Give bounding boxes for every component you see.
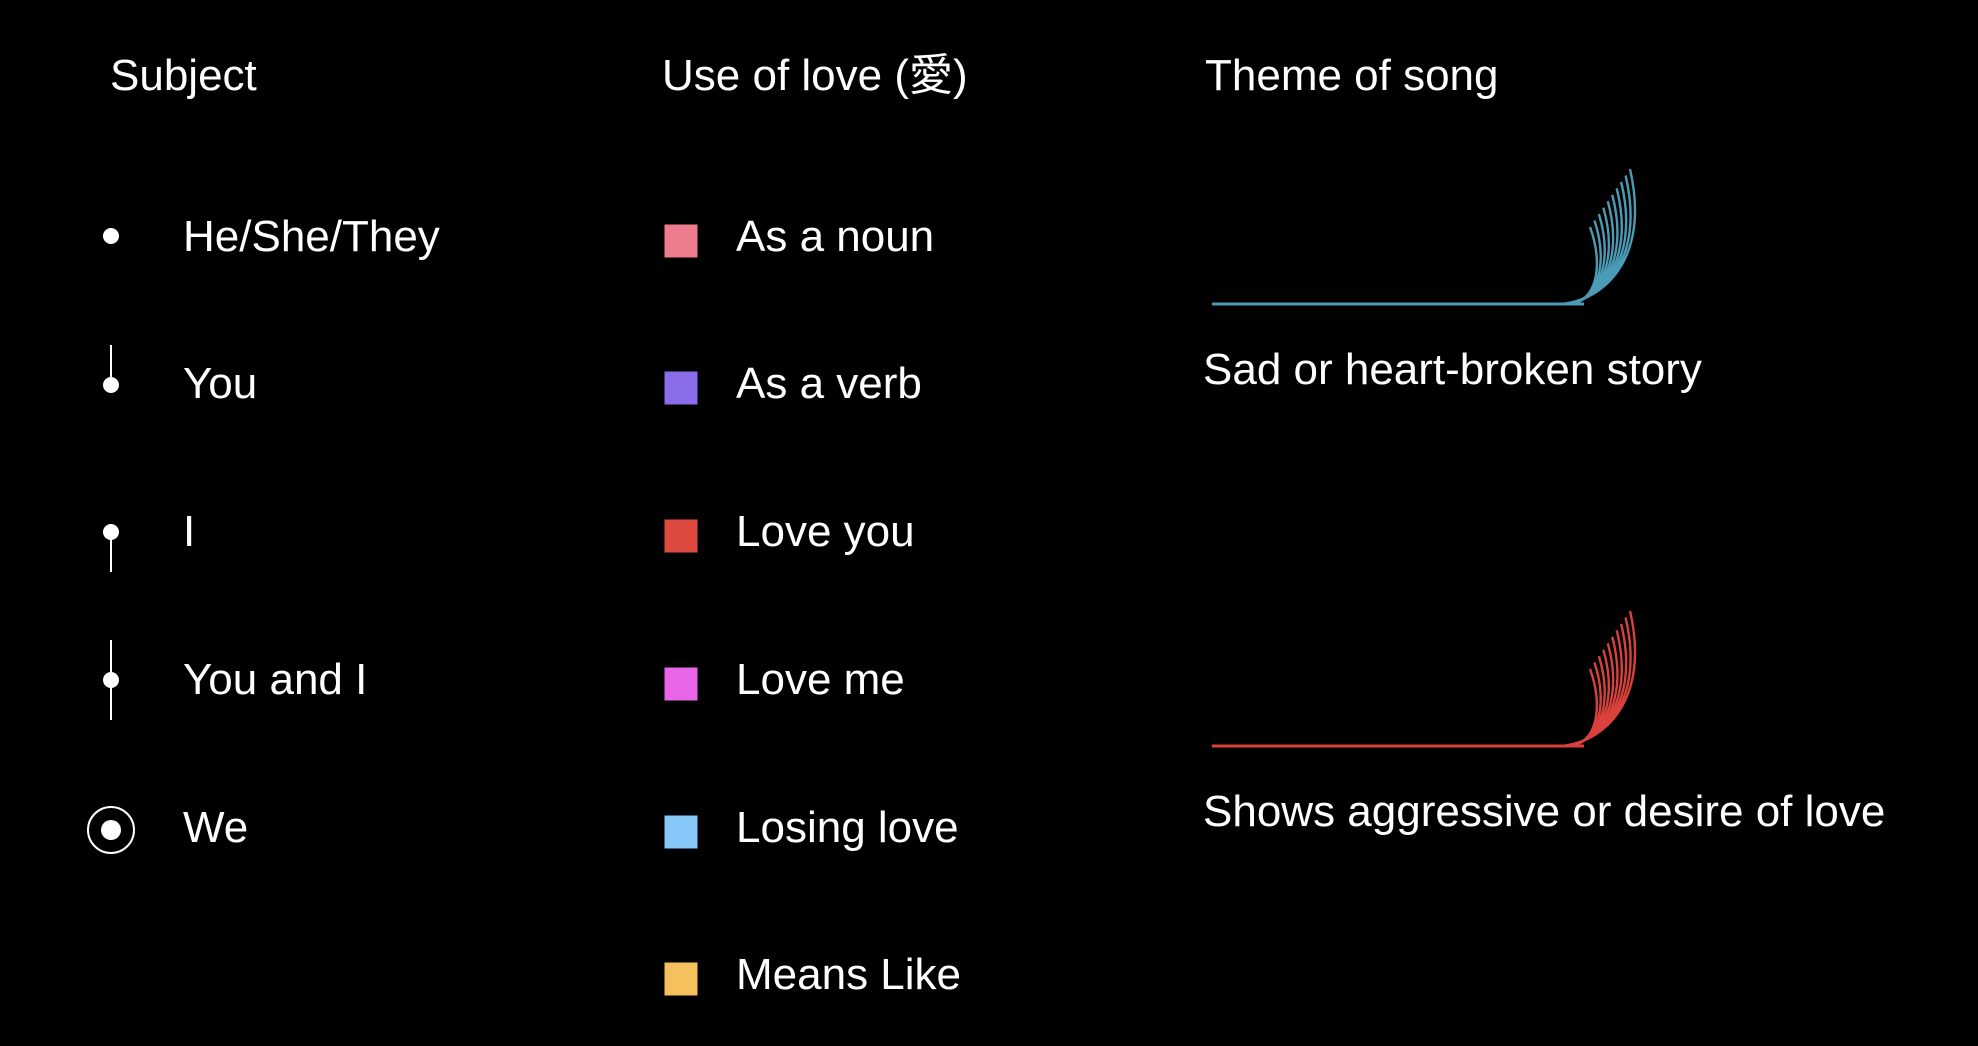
use-of-love-label: Means Like <box>736 950 962 999</box>
ringed-dot-icon <box>87 806 135 854</box>
dot-icon <box>103 228 119 244</box>
subject-label: I <box>183 507 196 556</box>
color-swatch <box>664 667 698 701</box>
theme-label: Shows aggressive or desire of love <box>1203 787 1886 836</box>
theme-title: Theme of song <box>1205 51 1499 100</box>
fan-stroke <box>1566 226 1599 306</box>
theme-label: Sad or heart-broken story <box>1203 345 1702 394</box>
dot-with-stem-below-icon <box>103 524 119 572</box>
color-swatch <box>664 815 698 849</box>
color-swatch <box>664 224 698 258</box>
subject-label: You <box>183 359 258 408</box>
color-swatch <box>664 519 698 553</box>
use-of-love-label: Losing love <box>736 803 959 852</box>
fan-curve-icon <box>1212 610 1637 748</box>
color-swatch <box>664 371 698 405</box>
subject-label: We <box>183 803 249 852</box>
dot-with-stem-above-icon <box>103 345 119 393</box>
use-of-love-label: Love you <box>736 507 915 556</box>
subject-label: You and I <box>183 655 368 704</box>
use-of-love-label: As a verb <box>736 359 922 408</box>
fan-stroke <box>1566 668 1599 748</box>
subject-label: He/She/They <box>183 212 440 261</box>
use-of-love-label: Love me <box>736 655 905 704</box>
use-of-love-label: As a noun <box>736 212 935 261</box>
subject-title: Subject <box>110 51 257 100</box>
color-swatch <box>664 962 698 996</box>
fan-curve-icon <box>1212 168 1637 306</box>
use-of-love-title: Use of love (愛) <box>662 51 968 100</box>
dot-with-stem-both-icon <box>103 640 119 720</box>
